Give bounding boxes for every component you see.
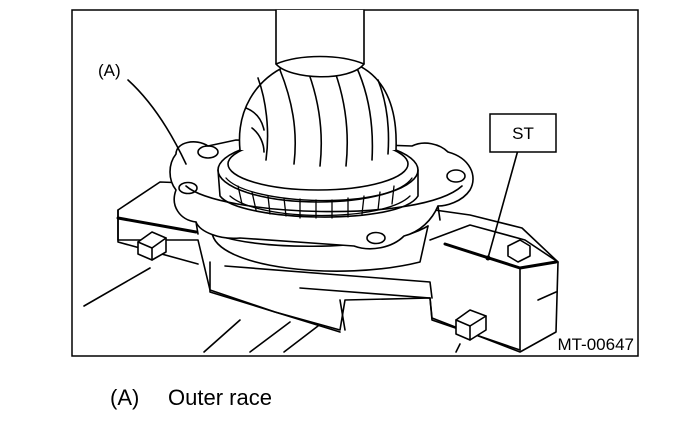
legend-text-a: Outer race — [168, 385, 272, 410]
legend-key-a: (A) — [110, 385, 140, 410]
bolt-left — [137, 231, 167, 261]
fixture-legs — [83, 267, 319, 353]
roller-cage — [225, 177, 413, 219]
pinion-shaft — [275, 9, 365, 78]
leader-line-st — [487, 149, 519, 259]
bolt-right — [455, 309, 487, 353]
figure-id: MT-00647 — [557, 335, 634, 354]
legend: (A) Outer race — [110, 385, 272, 411]
leader-line-a — [127, 79, 187, 165]
bolt-rear — [507, 239, 531, 263]
outer-race — [217, 137, 419, 218]
st-callout-label: ST — [512, 124, 534, 143]
a-callout-label: (A) — [98, 61, 121, 80]
leader-dot-st — [485, 255, 491, 261]
st-callout-box — [489, 113, 557, 153]
